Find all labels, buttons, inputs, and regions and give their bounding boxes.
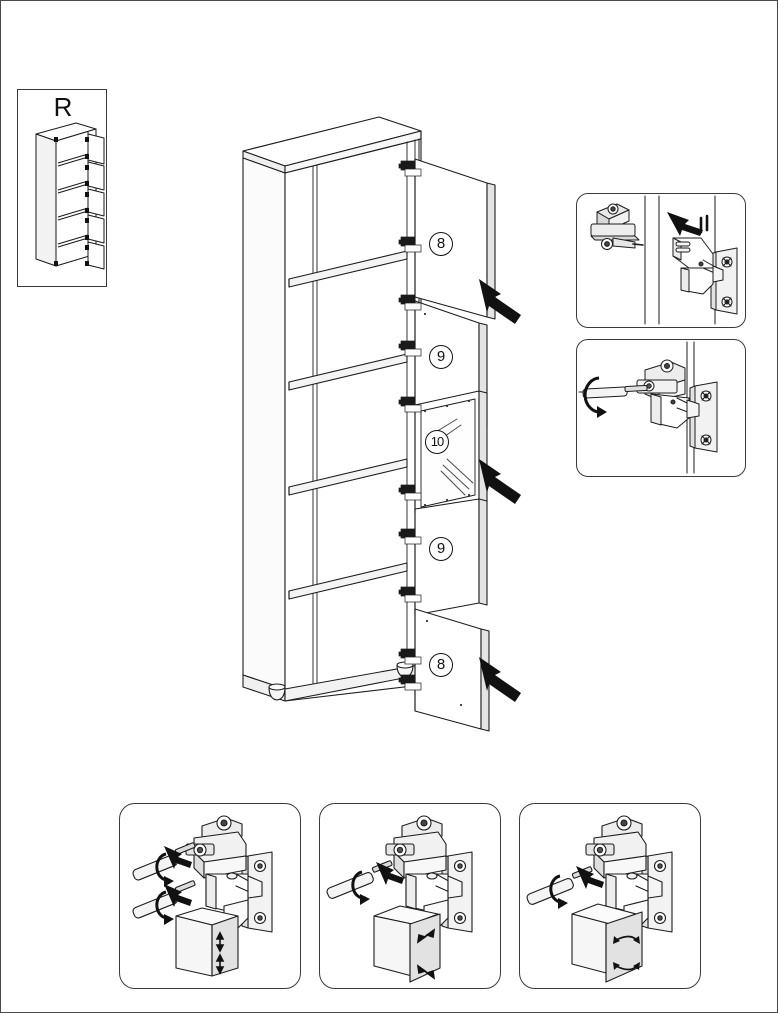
cabinet-door-icon bbox=[175, 907, 239, 977]
door-bottom bbox=[414, 608, 490, 732]
hinge-clip-detail-panel bbox=[576, 193, 746, 328]
variant-label: R bbox=[53, 92, 73, 122]
rotate-arrow-head-icon bbox=[597, 406, 607, 418]
push-arrow-icon bbox=[164, 846, 192, 869]
hinge-icon bbox=[398, 236, 422, 253]
hinge-set bbox=[398, 160, 422, 691]
hinge-arm-icon bbox=[636, 359, 700, 429]
part-label-door-top: 8 bbox=[429, 232, 453, 256]
hinge-icon bbox=[398, 294, 422, 311]
hinge-arm-icon bbox=[385, 815, 463, 929]
variant-thumbnail-box: R bbox=[17, 89, 107, 287]
hinge-icon bbox=[398, 396, 422, 413]
vertical-adjust-arrows-icon bbox=[215, 931, 225, 975]
push-arrow-icon bbox=[576, 866, 604, 889]
screwdriver-icon bbox=[578, 385, 648, 399]
hinge-dots-icon bbox=[54, 137, 89, 266]
motion-lines-icon bbox=[699, 214, 709, 234]
close-door-arrow-bottom bbox=[479, 657, 521, 702]
rotate-arrow-head-icon bbox=[558, 898, 568, 909]
close-door-arrow-top bbox=[479, 279, 521, 324]
part-label-door-glass: 10 bbox=[425, 430, 449, 454]
lateral-adjustment-step-panel bbox=[519, 803, 701, 989]
hinge-arm-icon bbox=[672, 237, 724, 295]
hinge-arm-icon bbox=[590, 203, 644, 250]
hinge-arm-icon bbox=[185, 815, 263, 929]
hinge-icon bbox=[398, 586, 422, 603]
rotate-arrow-head-icon bbox=[164, 876, 174, 887]
cabinet-door-icon bbox=[373, 905, 441, 983]
cabinet-left-side bbox=[242, 157, 286, 690]
rotate-arrow-head-icon bbox=[164, 914, 174, 925]
hinge-icon bbox=[398, 528, 422, 545]
push-arrow-icon bbox=[164, 884, 192, 907]
cabinet-interior bbox=[284, 138, 422, 702]
door-glass bbox=[414, 390, 488, 514]
push-arrow-icon bbox=[667, 212, 703, 236]
hinge-arm-icon bbox=[585, 815, 663, 929]
rotate-arrow-icon bbox=[583, 376, 602, 414]
cabinet-thumbnail-icon bbox=[35, 122, 105, 270]
cabinet-foot bbox=[268, 683, 286, 701]
door-lower-mid bbox=[414, 498, 488, 616]
part-label-door-lower-mid: 9 bbox=[429, 537, 453, 561]
hinge-icon bbox=[398, 648, 422, 665]
hinge-icon bbox=[398, 484, 422, 501]
hinge-icon bbox=[398, 674, 422, 691]
part-label-door-upper-mid: 9 bbox=[429, 345, 453, 369]
hinge-screw-detail-panel bbox=[576, 339, 746, 477]
cabinet-door-icon bbox=[571, 903, 643, 983]
height-adjustment-step-panel bbox=[119, 803, 301, 989]
part-label-door-bottom: 8 bbox=[429, 653, 453, 677]
hinge-icon bbox=[398, 160, 422, 177]
main-diagram bbox=[229, 109, 559, 749]
close-door-arrow-middle bbox=[479, 459, 521, 504]
hinge-icon bbox=[398, 340, 422, 357]
rotate-arrow-head-icon bbox=[360, 894, 370, 905]
push-arrow-icon bbox=[376, 862, 404, 885]
diagonal-adjust-arrows-icon bbox=[416, 928, 436, 980]
depth-adjustment-step-panel bbox=[319, 803, 501, 989]
